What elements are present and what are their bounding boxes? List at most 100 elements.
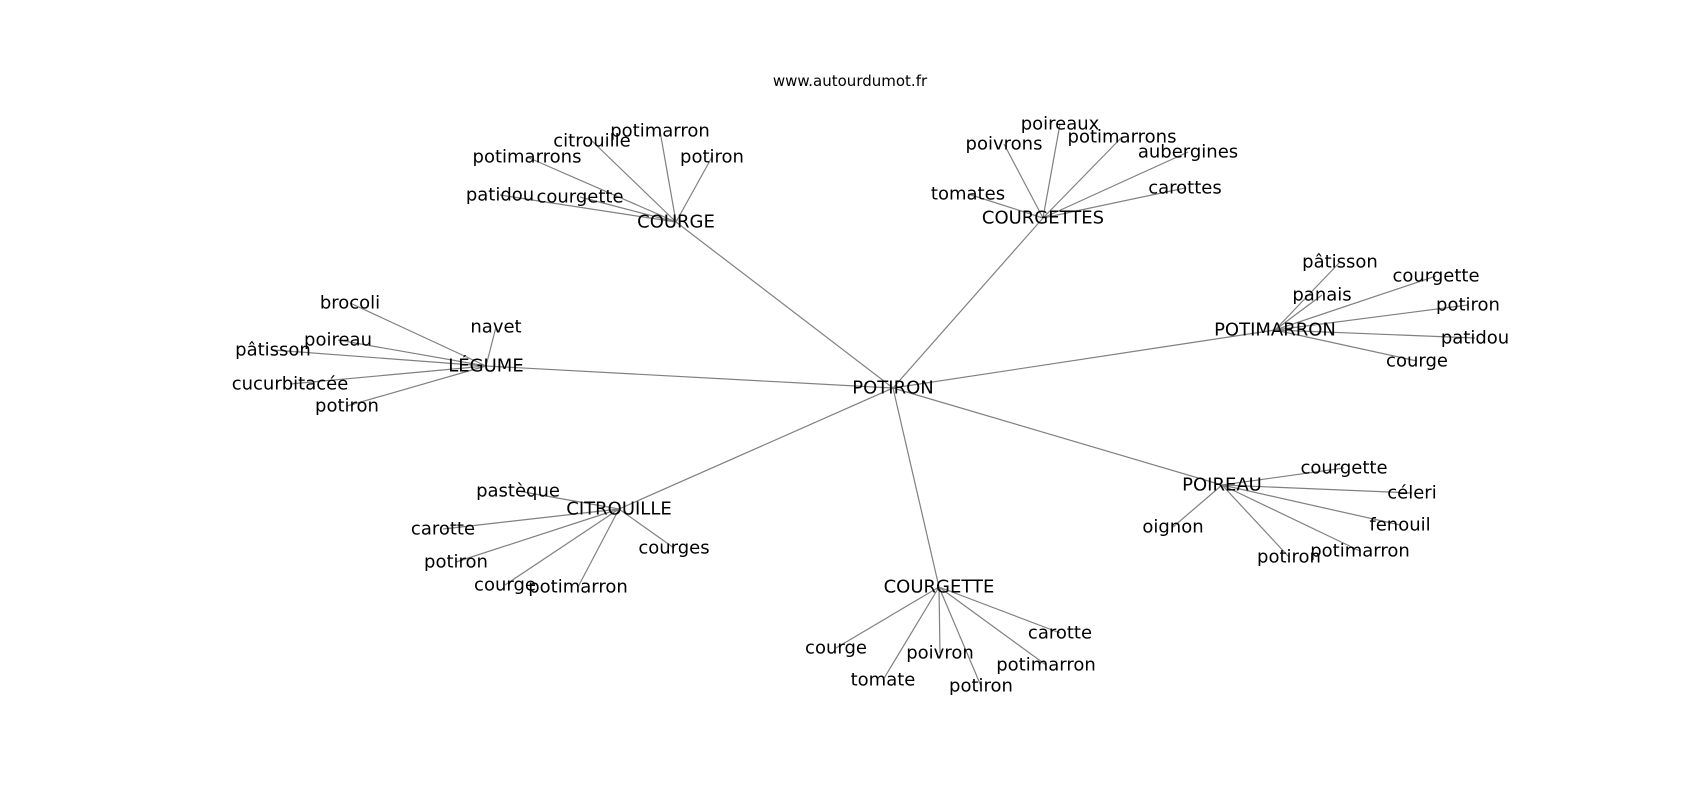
leaf-node-citrouille-carotte: carotte bbox=[411, 519, 475, 540]
edge-courge-courgette bbox=[579, 196, 677, 223]
edge-courge-potiron bbox=[675, 156, 713, 223]
leaf-node-potimarron-patidou: patidou bbox=[1441, 328, 1509, 349]
edge-courgettes-poireaux bbox=[1042, 123, 1061, 219]
edge-citrouille-pasteque bbox=[517, 490, 620, 510]
leaf-node-courgette-potiron: potiron bbox=[949, 676, 1013, 697]
leaf-node-courgettes-potimarrons: potimarrons bbox=[1068, 127, 1177, 148]
edge-legume-patisson bbox=[272, 349, 487, 367]
leaf-node-citrouille-pasteque: pastèque bbox=[476, 481, 560, 502]
leaf-node-courgettes-tomates: tomates bbox=[931, 184, 1005, 205]
edge-center-legume bbox=[485, 365, 894, 389]
leaf-node-citrouille-potimarron: potimarron bbox=[528, 577, 628, 598]
leaf-node-legume-potiron: potiron bbox=[315, 396, 379, 417]
edge-center-poireau bbox=[892, 387, 1223, 486]
leaf-node-potimarron-courge: courge bbox=[1386, 351, 1448, 372]
edge-courgette-poivron bbox=[938, 586, 941, 654]
edge-poireau-potimarron bbox=[1221, 484, 1361, 552]
edge-courgettes-poivrons bbox=[1003, 143, 1044, 219]
leaf-node-courgettes-aubergines: aubergines bbox=[1138, 142, 1238, 163]
leaf-node-courge-potimarrons: potimarrons bbox=[473, 147, 582, 168]
leaf-node-citrouille-courge: courge bbox=[474, 575, 536, 596]
leaf-node-courge-potiron: potiron bbox=[680, 147, 744, 168]
leaf-node-legume-cucurbitacee: cucurbitacée bbox=[232, 374, 349, 395]
leaf-node-courgettes-poireaux: poireaux bbox=[1021, 114, 1100, 135]
edge-center-courgettes bbox=[892, 217, 1044, 389]
edge-legume-poireau bbox=[337, 339, 487, 367]
edge-poireau-celeri bbox=[1221, 484, 1413, 494]
edge-center-courge bbox=[675, 221, 894, 389]
center-node-label: POTIRON bbox=[852, 378, 933, 399]
edge-potimarron-patisson bbox=[1274, 261, 1341, 331]
leaf-node-poireau-fenouil: fenouil bbox=[1369, 515, 1430, 536]
edge-courge-potimarron bbox=[659, 130, 677, 223]
edge-center-courgette bbox=[892, 387, 940, 588]
leaf-node-legume-navet: navet bbox=[470, 317, 521, 338]
edge-courgette-carotte bbox=[938, 586, 1061, 634]
leaf-node-courgette-tomate: tomate bbox=[851, 670, 916, 691]
leaf-node-courge-patidou: patidou bbox=[466, 185, 534, 206]
leaf-node-poireau-courgette: courgette bbox=[1300, 458, 1387, 479]
edge-legume-brocoli bbox=[349, 302, 487, 367]
edge-potimarron-patidou bbox=[1274, 329, 1476, 339]
hub-node-legume: LÉGUME bbox=[448, 355, 523, 377]
edge-courgette-tomate bbox=[882, 586, 940, 681]
leaf-node-courgette-courge: courge bbox=[805, 638, 867, 659]
hub-node-poireau: POIREAU bbox=[1182, 475, 1262, 496]
edge-poireau-potiron bbox=[1221, 484, 1290, 558]
leaf-node-poireau-potimarron: potimarron bbox=[1310, 541, 1410, 562]
leaf-node-courge-potimarron: potimarron bbox=[610, 121, 710, 142]
leaf-node-poireau-oignon: oignon bbox=[1142, 517, 1203, 538]
leaf-node-courgette-carotte: carotte bbox=[1028, 623, 1092, 644]
edge-courgettes-potimarrons bbox=[1042, 136, 1123, 219]
leaf-node-courge-courgette: courgette bbox=[536, 187, 623, 208]
edge-courge-citrouille bbox=[591, 140, 677, 223]
edge-poireau-courgette bbox=[1221, 467, 1345, 486]
edge-courgette-potiron bbox=[938, 586, 982, 687]
labels-layer: POTIRONCOURGEpotimarronscitrouillepotima… bbox=[232, 114, 1509, 697]
leaf-node-citrouille-potiron: potiron bbox=[424, 552, 488, 573]
leaf-node-legume-brocoli: brocoli bbox=[320, 293, 380, 314]
edge-courgette-courge bbox=[835, 586, 940, 649]
leaf-node-potimarron-courgette: courgette bbox=[1392, 266, 1479, 287]
edge-courgettes-tomates bbox=[967, 193, 1044, 219]
leaf-node-courgette-potimarron: potimarron bbox=[996, 655, 1096, 676]
leaf-node-courgettes-carottes: carottes bbox=[1148, 178, 1222, 199]
leaf-node-potimarron-panais: panais bbox=[1292, 285, 1351, 306]
edge-citrouille-courge bbox=[504, 508, 620, 586]
hub-node-courgette: COURGETTE bbox=[884, 577, 995, 598]
edge-courgette-potimarron bbox=[938, 586, 1047, 666]
edge-legume-potiron bbox=[346, 365, 487, 407]
leaf-node-courge-citrouille: citrouille bbox=[553, 131, 630, 152]
hub-node-potimarron: POTIMARRON bbox=[1214, 320, 1336, 341]
edge-legume-navet bbox=[485, 326, 497, 367]
edge-potimarron-courge bbox=[1274, 329, 1418, 362]
edge-center-citrouille bbox=[618, 387, 894, 510]
leaf-node-citrouille-courges: courges bbox=[638, 538, 709, 559]
leaf-node-potimarron-patisson: pâtisson bbox=[1302, 252, 1378, 273]
edge-courgettes-carottes bbox=[1042, 187, 1186, 219]
edge-citrouille-potiron bbox=[455, 508, 620, 563]
hub-node-courgettes: COURGETTES bbox=[982, 208, 1104, 229]
edge-potimarron-courgette bbox=[1274, 275, 1437, 331]
edge-center-potimarron bbox=[892, 329, 1276, 389]
leaf-node-legume-poireau: poireau bbox=[304, 330, 372, 351]
edge-legume-cucurbitacee bbox=[289, 365, 487, 385]
hub-node-citrouille: CITROUILLE bbox=[566, 499, 671, 520]
edge-citrouille-potimarron bbox=[577, 508, 620, 588]
edge-citrouille-carotte bbox=[442, 508, 620, 530]
leaf-node-poireau-celeri: céleri bbox=[1387, 483, 1436, 504]
edge-potimarron-potiron bbox=[1274, 304, 1469, 331]
site-title: www.autourdumot.fr bbox=[772, 72, 928, 90]
edge-citrouille-courges bbox=[618, 508, 675, 549]
edges-layer bbox=[272, 123, 1476, 687]
leaf-node-courgette-poivron: poivron bbox=[906, 643, 974, 664]
edge-poireau-oignon bbox=[1172, 484, 1223, 528]
leaf-node-poireau-potiron: potiron bbox=[1257, 547, 1321, 568]
edge-courgettes-aubergines bbox=[1042, 151, 1189, 219]
edge-poireau-fenouil bbox=[1221, 484, 1401, 526]
edge-courge-patidou bbox=[499, 194, 677, 223]
edge-courge-potimarrons bbox=[526, 156, 677, 223]
leaf-node-legume-patisson: pâtisson bbox=[235, 340, 311, 361]
hub-node-courge: COURGE bbox=[637, 212, 715, 233]
